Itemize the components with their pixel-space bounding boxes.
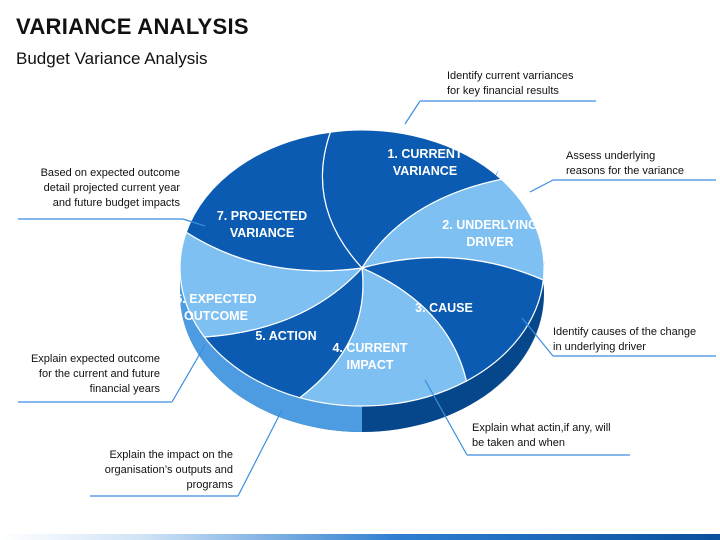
page-title: VARIANCE ANALYSIS [16,14,249,39]
segment-label-5: 5. ACTION [255,329,316,343]
callout-6-line-3: financial years [90,383,161,395]
segment-label-3: 3. CAUSE [415,301,473,315]
callout-2: Assess underlying reasons for the varianc… [529,150,716,193]
segment-sublabel-4: IMPACT [347,358,394,372]
callout-5-line-1: Explain the impact on the [109,449,233,461]
callout-4-line-1: Explain what actin,if any, will [472,422,611,434]
callout-5: Explain the impact on the organisation’s … [90,409,283,497]
callouts: Identify current varriances for key finan… [18,70,716,497]
callout-6-line-1: Explain expected outcome [31,353,160,365]
callout-2-line-1: Assess underlying [566,150,655,162]
segment-label-6: 6. EXPECTED [175,292,256,306]
callout-5-line-2: organisation’s outputs and [105,464,233,476]
callout-6: Explain expected outcome for the current … [18,344,206,403]
callout-leader-6 [171,344,206,403]
bottom-accent-bar [0,534,720,540]
segment-label-4: 4. CURRENT [332,341,407,355]
segment-labels: 1. CURRENT VARIANCE 2. UNDERLYING DRIVER 3. … [175,147,537,372]
callout-7-line-2: detail projected current year [44,182,181,194]
callout-leader-1 [404,100,421,125]
segment-sublabel-1: VARIANCE [393,164,457,178]
callout-7: Based on expected outcome detail projecte… [18,167,206,227]
diagram-segments [179,129,546,407]
segment-label-1: 1. CURRENT [387,147,462,161]
segment-label-7: 7. PROJECTED [217,209,307,223]
callout-1-line-1: Identify current varriances [447,70,574,82]
callout-2-line-2: reasons for the variance [566,165,684,177]
page-subtitle: Budget Variance Analysis [16,49,208,68]
callout-7-line-1: Based on expected outcome [41,167,180,179]
callout-3-line-1: Identify causes of the change [553,326,696,338]
callout-leader-5 [237,409,283,497]
callout-4-line-2: be taken and when [472,437,565,449]
slab-side-light [180,268,362,432]
callout-leader-2 [529,179,554,193]
segment-label-2: 2. UNDERLYING [442,218,537,232]
callout-6-line-2: for the current and future [39,368,160,380]
segment-sublabel-2: DRIVER [466,235,513,249]
segment-sublabel-6: OUTCOME [184,309,248,323]
callout-1-line-2: for key financial results [447,85,559,97]
callout-1: Identify current varriances for key finan… [404,70,596,125]
segment-sublabel-7: VARIANCE [230,226,294,240]
callout-3-line-2: in underlying driver [553,341,646,353]
segment-7 [185,131,364,272]
callout-leader-7 [182,218,206,227]
callout-3: Identify causes of the change in underlyi… [521,317,716,357]
callout-leader-3 [521,317,554,357]
callout-5-line-3: programs [187,479,234,491]
callout-7-line-3: and future budget impacts [53,197,181,209]
callout-4: Explain what actin,if any, will be taken … [424,379,630,456]
callout-leader-4 [424,379,468,456]
